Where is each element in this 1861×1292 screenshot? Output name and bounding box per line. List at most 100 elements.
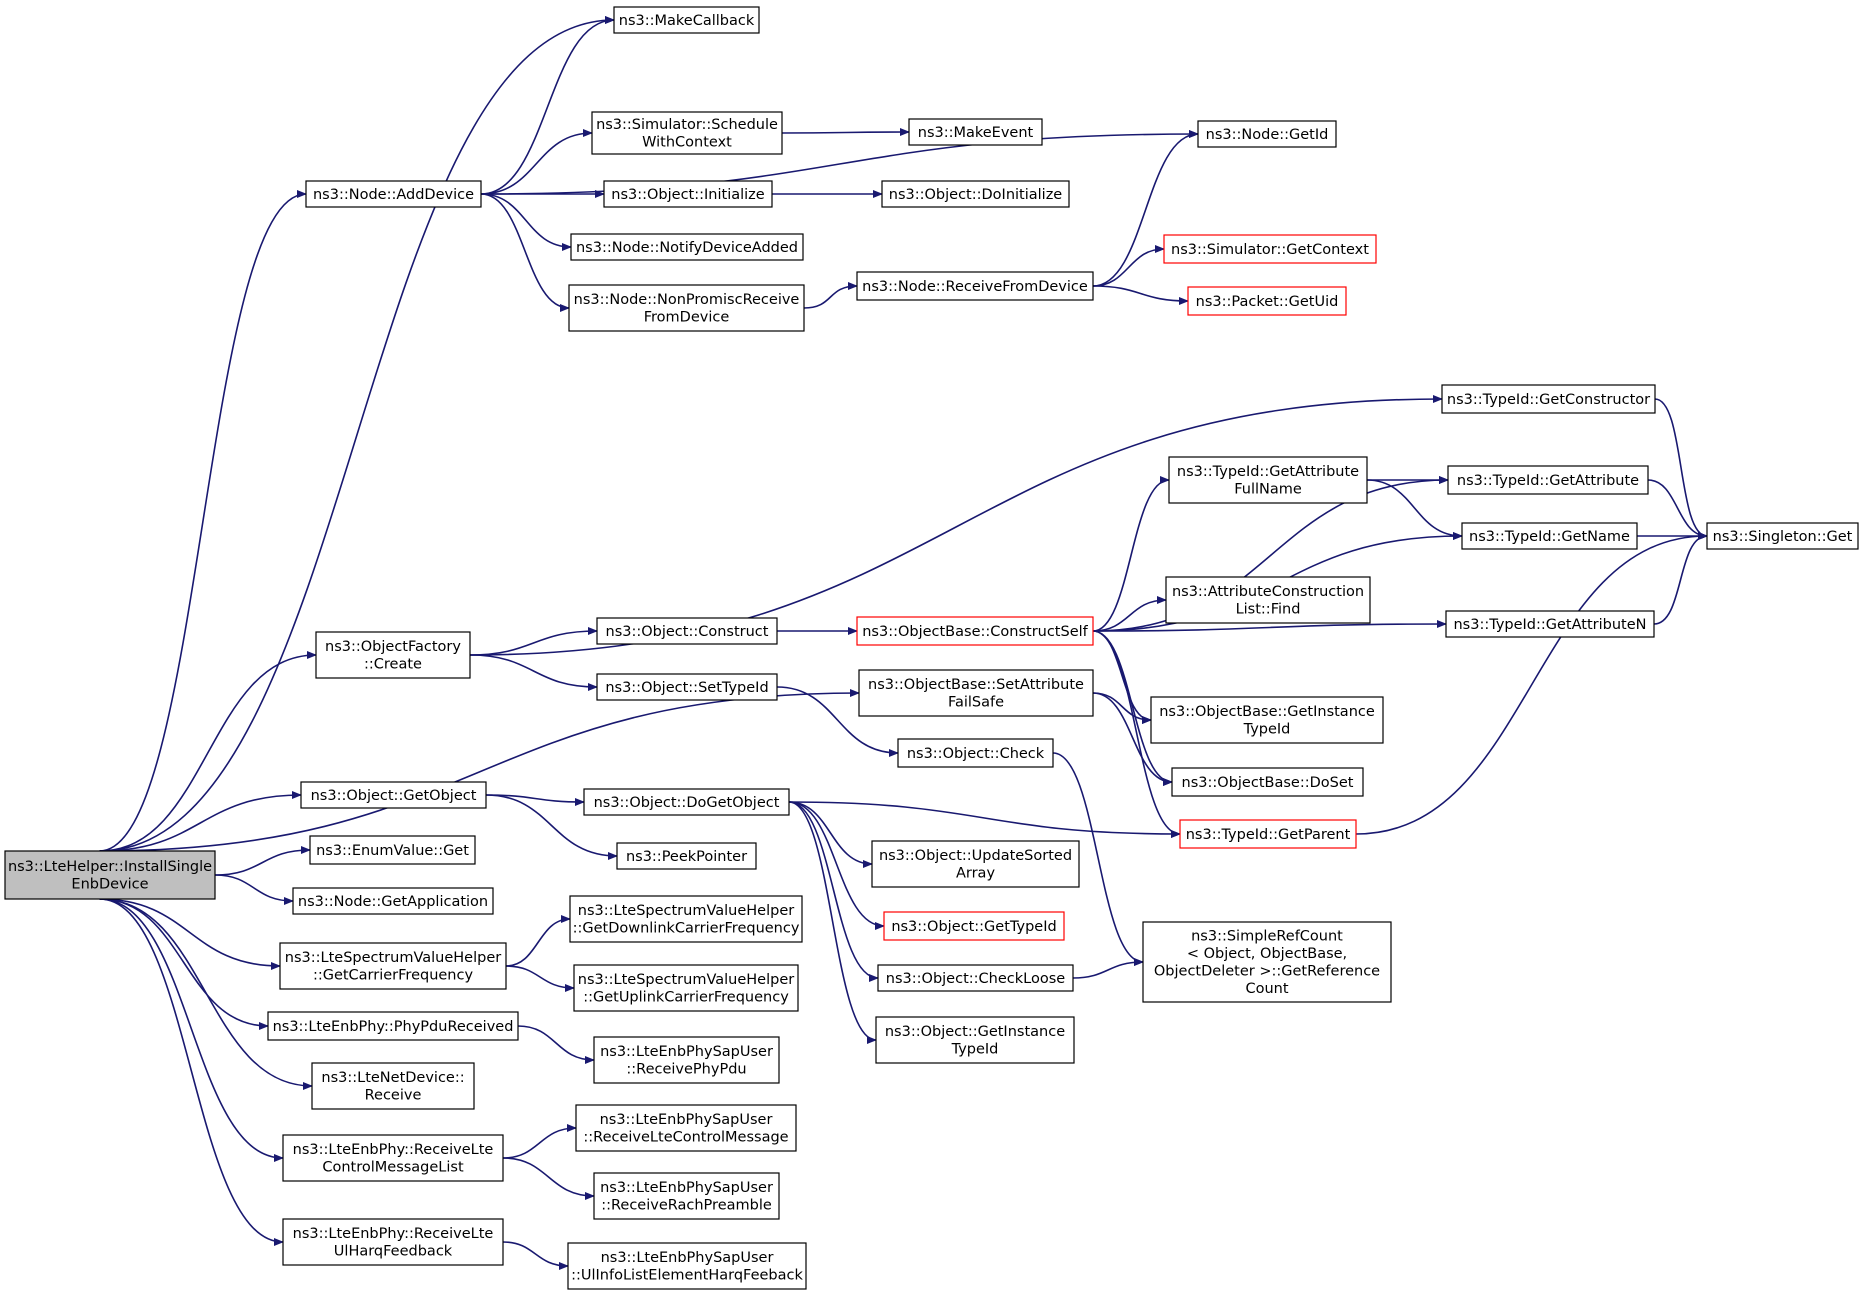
edge-getattributen-to-singletonget — [1653, 532, 1708, 625]
node-checkloose[interactable]: ns3::Object::CheckLoose — [877, 964, 1074, 992]
node-getattribute[interactable]: ns3::TypeId::GetAttribute — [1447, 465, 1649, 495]
node-box — [613, 6, 760, 34]
node-enumget[interactable]: ns3::EnumValue::Get — [309, 835, 476, 865]
node-box — [856, 271, 1094, 301]
node-getapplication[interactable]: ns3::Node::GetApplication — [292, 887, 494, 915]
node-label: ns3::Simulator::GetContext — [1171, 242, 1369, 258]
node-label: ns3::TypeId::GetAttributeN — [1453, 617, 1646, 633]
node-label: ns3::TypeId::GetAttribute — [1177, 464, 1359, 480]
node-box — [875, 1016, 1075, 1064]
node-objcheck[interactable]: ns3::Object::Check — [897, 738, 1054, 768]
node-getulcarrier[interactable]: ns3::LteSpectrumValueHelper::GetUplinkCa… — [573, 964, 799, 1012]
node-box — [871, 840, 1080, 888]
edge-constructself-to-getattrfullname — [1092, 476, 1170, 632]
node-label: ::ReceivePhyPdu — [626, 1062, 746, 1078]
node-box — [877, 964, 1074, 992]
node-getparent[interactable]: ns3::TypeId::GetParent — [1179, 819, 1357, 849]
edge-getattribute-to-singletonget — [1647, 479, 1708, 540]
node-box — [4, 850, 216, 900]
node-box — [315, 631, 471, 679]
node-box — [279, 942, 507, 990]
node-label: ns3::LteEnbPhySapUser — [600, 1112, 773, 1128]
node-box — [1461, 522, 1638, 550]
edge-getcarrier-to-getulcarrier — [505, 965, 575, 992]
node-adddevice[interactable]: ns3::Node::AddDevice — [305, 180, 482, 208]
node-makeevent[interactable]: ns3::MakeEvent — [908, 118, 1043, 146]
node-notifydev[interactable]: ns3::Node::NotifyDeviceAdded — [570, 233, 804, 261]
node-nodegetid[interactable]: ns3::Node::GetId — [1197, 120, 1337, 148]
node-box — [292, 887, 494, 915]
node-singletonget[interactable]: ns3::Singleton::Get — [1706, 522, 1859, 550]
nodes-layer: ns3::LteHelper::InstallSingleEnbDevicens… — [4, 6, 1859, 1290]
node-dogetobject[interactable]: ns3::Object::DoGetObject — [583, 788, 790, 816]
edge-root-to-netdevrecv — [99, 898, 313, 1090]
node-label: UlHarqFeedback — [334, 1244, 453, 1260]
node-peekpointer[interactable]: ns3::PeekPointer — [616, 842, 757, 870]
edge-objfactcreate-to-settypeid — [469, 654, 598, 691]
node-objconstruct[interactable]: ns3::Object::Construct — [596, 617, 778, 645]
node-netdevrecv[interactable]: ns3::LteNetDevice::Receive — [311, 1062, 475, 1110]
edge-setattrfailsafe-to-doset — [1092, 692, 1173, 786]
node-label: ns3::MakeEvent — [918, 125, 1034, 141]
node-label: ::ReceiveLteControlMessage — [583, 1130, 788, 1146]
node-recvltectrllist[interactable]: ns3::LteEnbPhy::ReceiveLteControlMessage… — [282, 1134, 504, 1182]
node-getconstructor[interactable]: ns3::TypeId::GetConstructor — [1441, 384, 1656, 414]
node-label: ns3::ObjectBase::GetInstance — [1159, 704, 1375, 720]
node-label: FromDevice — [644, 310, 730, 326]
node-recvfromdev[interactable]: ns3::Node::ReceiveFromDevice — [856, 271, 1094, 301]
edge-recvfromdev-to-pktgetuid — [1092, 285, 1189, 305]
node-box — [575, 1104, 797, 1152]
node-getobject[interactable]: ns3::Object::GetObject — [300, 781, 487, 809]
node-recvrach[interactable]: ns3::LteEnbPhySapUser::ReceiveRachPreamb… — [593, 1172, 780, 1220]
node-label: ns3::MakeCallback — [619, 13, 755, 29]
node-getcarrier[interactable]: ns3::LteSpectrumValueHelper::GetCarrierF… — [279, 942, 507, 990]
node-simgetctx[interactable]: ns3::Simulator::GetContext — [1163, 234, 1377, 264]
node-simplerefcount[interactable]: ns3::SimpleRefCount< Object, ObjectBase,… — [1142, 921, 1392, 1003]
node-label: ns3::Object::GetInstance — [885, 1024, 1065, 1040]
node-label: EnbDevice — [71, 877, 148, 893]
node-objinit[interactable]: ns3::Object::Initialize — [603, 180, 773, 208]
node-phypdurecv[interactable]: ns3::LteEnbPhy::PhyPduReceived — [267, 1011, 519, 1041]
node-objgettypeid[interactable]: ns3::Object::GetTypeId — [883, 911, 1065, 941]
node-label: ns3::Object::SetTypeId — [605, 680, 768, 696]
node-recvltectrlmsg[interactable]: ns3::LteEnbPhySapUser::ReceiveLteControl… — [575, 1104, 797, 1152]
edge-dogetobject-to-objgettypeid — [788, 801, 885, 930]
node-makecallback[interactable]: ns3::MakeCallback — [613, 6, 760, 34]
node-pktgetuid[interactable]: ns3::Packet::GetUid — [1187, 286, 1347, 316]
node-label: TypeId — [1243, 722, 1291, 738]
node-ulinfoharq[interactable]: ns3::LteEnbPhySapUser::UlInfoListElement… — [567, 1242, 807, 1290]
node-box — [311, 1062, 475, 1110]
node-box — [1150, 696, 1384, 744]
node-settypeid[interactable]: ns3::Object::SetTypeId — [596, 673, 778, 701]
edge-recvltectrllist-to-recvltectrlmsg — [502, 1124, 577, 1159]
node-constructself[interactable]: ns3::ObjectBase::ConstructSelf — [856, 616, 1094, 646]
node-getdlcarrier[interactable]: ns3::LteSpectrumValueHelper::GetDownlink… — [569, 895, 803, 943]
node-label: TypeId — [951, 1042, 999, 1058]
edge-dogetobject-to-objgetinsttypeid — [788, 801, 877, 1044]
node-label: ControlMessageList — [322, 1160, 464, 1176]
edge-recvfromdev-to-simgetctx — [1092, 245, 1165, 287]
edge-root-to-makecallback — [99, 16, 615, 852]
node-objfactcreate[interactable]: ns3::ObjectFactory::Create — [315, 631, 471, 679]
node-label: ns3::Object::Check — [907, 746, 1045, 762]
edge-getparent-to-singletonget — [1355, 532, 1708, 835]
node-label: ns3::Object::GetObject — [311, 788, 477, 804]
edge-root-to-setattrfailsafe — [99, 689, 860, 852]
node-getattributen[interactable]: ns3::TypeId::GetAttributeN — [1445, 610, 1655, 638]
node-doset[interactable]: ns3::ObjectBase::DoSet — [1171, 767, 1364, 797]
node-objdoinit[interactable]: ns3::Object::DoInitialize — [881, 180, 1070, 208]
node-box — [570, 233, 804, 261]
node-label: ns3::Node::GetId — [1206, 127, 1329, 143]
node-getname[interactable]: ns3::TypeId::GetName — [1461, 522, 1638, 550]
node-recvphypdu[interactable]: ns3::LteEnbPhySapUser::ReceivePhyPdu — [593, 1036, 780, 1084]
